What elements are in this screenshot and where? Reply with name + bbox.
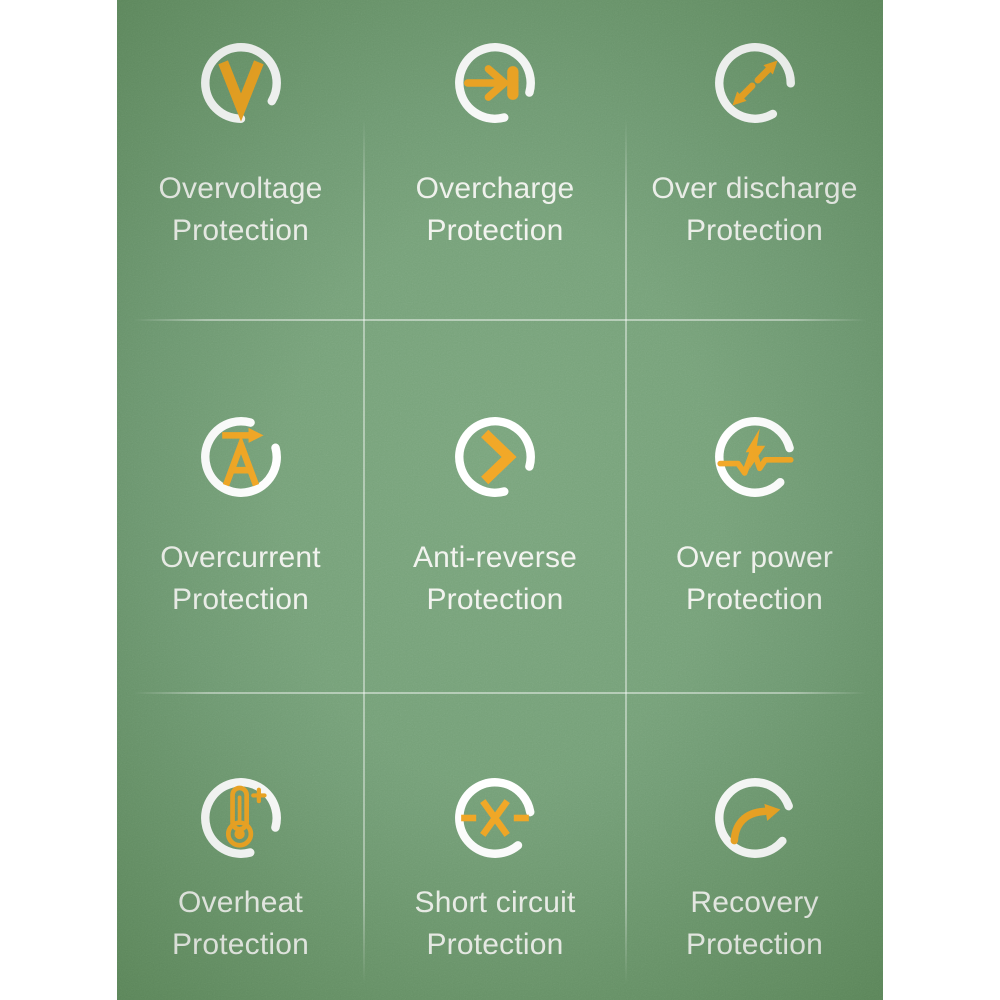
feature-title-line1: Short circuit <box>414 886 576 919</box>
anti-reverse-icon <box>455 417 535 497</box>
feature-cell-over-power: Over power Protection <box>626 320 883 693</box>
short-circuit-icon <box>455 778 535 858</box>
feature-cell-anti-reverse: Anti-reverse Protection <box>364 320 626 693</box>
feature-panel: Overvoltage Protection Overcharge Protec… <box>117 0 883 1000</box>
feature-title-line1: Overheat <box>178 886 303 919</box>
feature-title-line2: Protection <box>171 928 310 961</box>
over-discharge-icon <box>714 43 795 123</box>
recovery-icon <box>714 778 795 858</box>
overcharge-icon <box>455 43 535 123</box>
feature-title-line2: Protection <box>171 583 310 616</box>
feature-title-line2: Protection <box>426 214 564 247</box>
over-power-icon <box>714 417 795 497</box>
feature-title-line2: Protection <box>426 928 564 961</box>
feature-title-line2: Protection <box>171 214 310 247</box>
feature-title-line2: Protection <box>685 928 824 961</box>
overheat-icon <box>200 778 281 858</box>
feature-title-line1: Overcharge <box>415 172 575 205</box>
feature-title-line1: Anti-reverse <box>412 541 578 574</box>
feature-title-line1: Recovery <box>690 886 819 919</box>
feature-title-line2: Protection <box>685 214 824 247</box>
feature-cell-overvoltage: Overvoltage Protection <box>117 0 364 320</box>
feature-cell-short-circuit: Short circuit Protection <box>364 693 626 1000</box>
feature-cell-overcurrent: Overcurrent Protection <box>117 320 364 693</box>
overcurrent-icon <box>200 417 281 497</box>
feature-title-line1: Over discharge <box>651 172 858 205</box>
feature-title-line2: Protection <box>685 583 824 616</box>
overvoltage-icon <box>200 43 281 123</box>
feature-title-line1: Overcurrent <box>160 541 321 574</box>
feature-cell-overcharge: Overcharge Protection <box>364 0 626 320</box>
feature-title-line1: Over power <box>675 541 834 574</box>
feature-cell-recovery: Recovery Protection <box>626 693 883 1000</box>
feature-cell-over-discharge: Over discharge Protection <box>626 0 883 320</box>
feature-title-line1: Overvoltage <box>158 172 323 205</box>
feature-title-line2: Protection <box>426 583 564 616</box>
feature-cell-overheat: Overheat Protection <box>117 693 364 1000</box>
feature-grid: Overvoltage Protection Overcharge Protec… <box>117 0 883 1000</box>
